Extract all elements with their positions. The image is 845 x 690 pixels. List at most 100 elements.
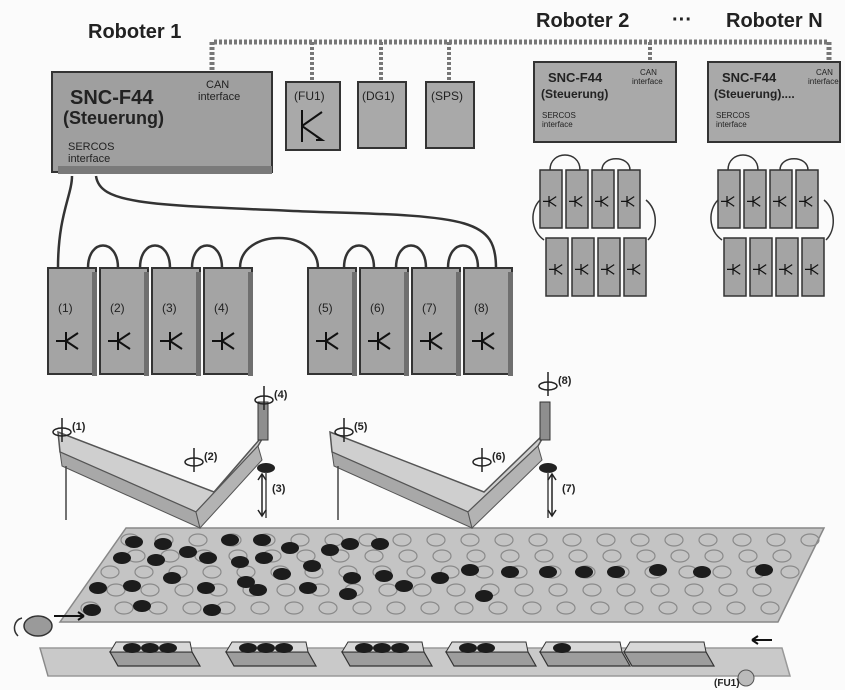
module-dg1: (DG1) (357, 81, 407, 149)
controller-main-can-if: interface (198, 91, 240, 103)
drive-label: (5) (318, 301, 333, 315)
drive-label: (8) (474, 301, 489, 315)
puck (461, 564, 479, 576)
transistor-icon (212, 332, 235, 350)
arrow-right-icon (54, 611, 85, 621)
drive-module-8: (8) (463, 267, 513, 376)
puck (249, 584, 267, 596)
puck (125, 536, 143, 548)
puck (539, 566, 557, 578)
transistor-icon (316, 332, 339, 350)
puck (375, 570, 393, 582)
linear-axis-icon (257, 472, 267, 518)
drive-modules-remote (532, 154, 834, 297)
puck (501, 566, 519, 578)
drive-label: (2) (110, 301, 125, 315)
transistor-icon (601, 264, 615, 275)
rn-drive (775, 237, 799, 297)
puck (607, 566, 625, 578)
controller-rn-sub: (Steuerung).... (714, 87, 795, 101)
r2-drive (539, 169, 563, 229)
puck (341, 538, 359, 550)
puck (299, 582, 317, 594)
robot-1-title: Roboter 1 (88, 21, 181, 43)
controller-r2: SNC-F44 (Steuerung) CAN interface SERCOS… (533, 61, 677, 143)
controller-r2-sub: (Steuerung) (541, 87, 608, 101)
puck (199, 552, 217, 564)
axis-label: (6) (492, 451, 506, 463)
axis-label: (7) (562, 483, 576, 495)
controller-rn-sercos: SERCOS (716, 111, 750, 120)
controller-main-name: SNC-F44 (70, 87, 154, 109)
transistor-icon (627, 264, 641, 275)
robot-arm-1 (57, 401, 275, 530)
puck (755, 564, 773, 576)
transistor-icon (747, 196, 761, 207)
drive-module-7: (7) (411, 267, 461, 376)
axis-4: (4) (254, 386, 288, 410)
drive-module-5: (5) (307, 267, 357, 376)
puck (575, 566, 593, 578)
puck (163, 572, 181, 584)
tray-row (108, 641, 716, 667)
input-conveyor (13, 527, 826, 637)
controller-r2-name: SNC-F44 (548, 70, 603, 85)
linear-axis-icon (547, 472, 557, 518)
transistor-icon (773, 196, 787, 207)
puck (255, 552, 273, 564)
r2-drive (623, 237, 647, 297)
puck (89, 582, 107, 594)
tray (538, 641, 632, 667)
can-bus (209, 39, 832, 82)
axis-6: (6) (472, 448, 506, 472)
tray (340, 641, 434, 667)
transistor-icon (543, 196, 557, 207)
rn-drive (723, 237, 747, 297)
transistor-icon (569, 196, 583, 207)
drive-label: (6) (370, 301, 385, 315)
tray (444, 641, 538, 667)
puck (83, 604, 101, 616)
controller-r2-can: CAN (640, 68, 657, 77)
transistor-icon (368, 332, 391, 350)
axis-2: (2) (184, 448, 218, 472)
controller-main-sub: (Steuerung) (63, 108, 164, 128)
puck (123, 580, 141, 592)
transistor-icon (805, 264, 819, 275)
puck (147, 554, 165, 566)
axis-8: (8) (538, 372, 572, 396)
output-conveyor: (FU1) (39, 635, 791, 689)
module-dg1-label: (DG1) (362, 89, 395, 103)
puck (237, 576, 255, 588)
conveyor-motor-label: (FU1) (714, 678, 740, 689)
r2-drive (571, 237, 595, 297)
module-fu1: (FU1) (285, 81, 341, 151)
tray (622, 641, 716, 667)
puck (133, 600, 151, 612)
puck (154, 538, 172, 550)
transistor-icon (621, 196, 635, 207)
transistor-icon (108, 332, 131, 350)
transistor-icon (420, 332, 443, 350)
axis-3: (3) (257, 472, 286, 518)
drive-module-1: (1) (47, 267, 97, 376)
puck (321, 544, 339, 556)
module-sps-label: (SPS) (431, 89, 463, 103)
controller-r2-can-if: interface (632, 77, 663, 86)
drive-module-6: (6) (359, 267, 409, 376)
controller-rn-can: CAN (816, 68, 833, 77)
axis-label: (1) (72, 421, 86, 433)
drive-module-2: (2) (99, 267, 149, 376)
r2-drive (545, 237, 569, 297)
robot-arm-2 (329, 401, 557, 529)
r2-drive (597, 237, 621, 297)
r2-drive (591, 169, 615, 229)
puck (303, 560, 321, 572)
controller-rn-sercos-if: interface (716, 120, 747, 129)
transistor-icon (799, 196, 813, 207)
drive-modules-r1: (1)(2)(3)(4)(5)(6)(7)(8) (47, 267, 513, 376)
arrow-left-icon (751, 635, 772, 645)
axis-label: (4) (274, 389, 288, 401)
controller-main-sercos: SERCOS (68, 141, 114, 153)
